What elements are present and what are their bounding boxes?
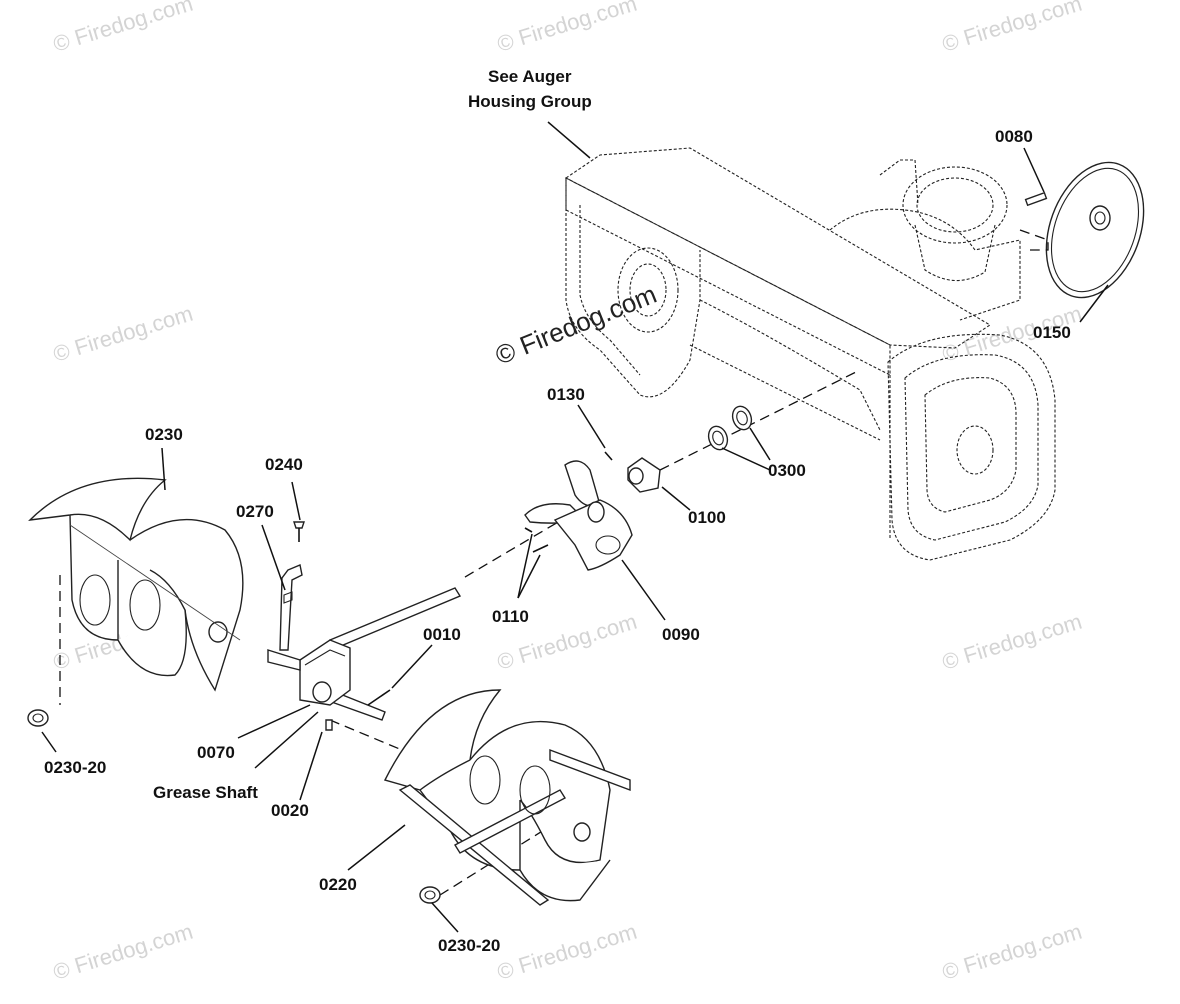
part-0150-pulley xyxy=(1045,161,1145,299)
part-0230-20-bushing-bottom xyxy=(419,886,441,904)
watermark: © Firedog.com xyxy=(939,609,1085,675)
label-0010: 0010 xyxy=(423,625,461,644)
label-0230-20-left: 0230-20 xyxy=(44,758,106,777)
label-0070: 0070 xyxy=(197,743,235,762)
part-0220-auger-right xyxy=(383,689,631,906)
auger-housing xyxy=(564,147,1056,561)
watermark-main: © Firedog.com xyxy=(491,279,661,371)
part-0100-bearing xyxy=(627,457,661,493)
watermark: © Firedog.com xyxy=(50,0,196,57)
label-0130: 0130 xyxy=(547,385,585,404)
part-0230-20-bushing-left xyxy=(27,709,49,727)
label-0230-20-bottom: 0230-20 xyxy=(438,936,500,955)
label-0300: 0300 xyxy=(768,461,806,480)
watermark: © Firedog.com xyxy=(494,0,640,57)
label-0090: 0090 xyxy=(662,625,700,644)
part-0130-pin xyxy=(604,451,613,461)
label-0080: 0080 xyxy=(995,127,1033,146)
label-0150: 0150 xyxy=(1033,323,1071,342)
callout-labels: See Auger Housing Group 0080 0150 0130 0… xyxy=(44,67,1071,955)
part-0080-key xyxy=(1024,191,1048,207)
part-0230-auger-left xyxy=(28,477,244,692)
part-0300-washers xyxy=(707,405,753,451)
part-0240-screw xyxy=(293,521,305,542)
part-0090-impeller xyxy=(524,460,633,571)
watermark: © Firedog.com xyxy=(939,919,1085,985)
watermark: © Firedog.com xyxy=(939,0,1085,57)
part-0070-gearbox xyxy=(267,639,351,706)
label-housing-group: Housing Group xyxy=(468,92,592,111)
label-0270: 0270 xyxy=(236,502,274,521)
watermark: © Firedog.com xyxy=(494,919,640,985)
label-0110: 0110 xyxy=(492,607,529,626)
part-0110-bolts xyxy=(524,527,549,553)
part-0020-grease-fitting xyxy=(325,719,333,731)
label-0220: 0220 xyxy=(319,875,357,894)
label-0230: 0230 xyxy=(145,425,183,444)
label-0020: 0020 xyxy=(271,801,309,820)
label-0240: 0240 xyxy=(265,455,303,474)
watermark: © Firedog.com xyxy=(50,301,196,367)
watermark: © Firedog.com xyxy=(50,919,196,985)
label-0100: 0100 xyxy=(688,508,726,527)
label-see-auger: See Auger xyxy=(488,67,572,86)
leader-lines xyxy=(41,121,1109,933)
label-grease-shaft: Grease Shaft xyxy=(153,783,258,802)
part-0270-bracket xyxy=(279,564,303,651)
